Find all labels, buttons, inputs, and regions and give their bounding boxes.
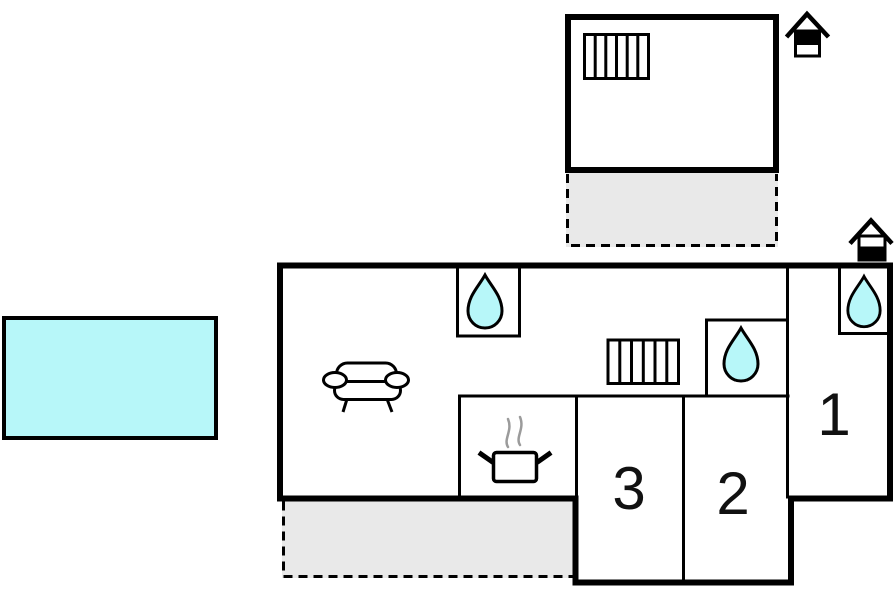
main-terrace-dashed-border: [282, 501, 573, 578]
wall-bathroom-a: [456, 265, 521, 338]
swimming-pool: [2, 316, 218, 440]
room-1-label: 1: [817, 381, 850, 448]
annex-building: [565, 10, 831, 247]
cooking-pot-icon: [477, 415, 553, 484]
radiator-icon: [583, 33, 650, 80]
annex-terrace: [566, 173, 778, 247]
main-building: 1 2 3: [277, 217, 894, 586]
interior-walls: [456, 265, 890, 581]
entrance-marker-icon: [784, 10, 831, 58]
annex-terrace-dashed-border: [566, 174, 778, 247]
radiator-icon: [606, 338, 680, 385]
room-3-label: 3: [612, 455, 645, 522]
sofa-icon: [322, 361, 410, 413]
wall-bathroom-b: [705, 318, 788, 396]
main-terrace: [282, 501, 573, 578]
entrance-marker-icon: [848, 217, 894, 262]
wall-bathroom-c: [838, 265, 890, 335]
room-2-label: 2: [716, 460, 749, 527]
